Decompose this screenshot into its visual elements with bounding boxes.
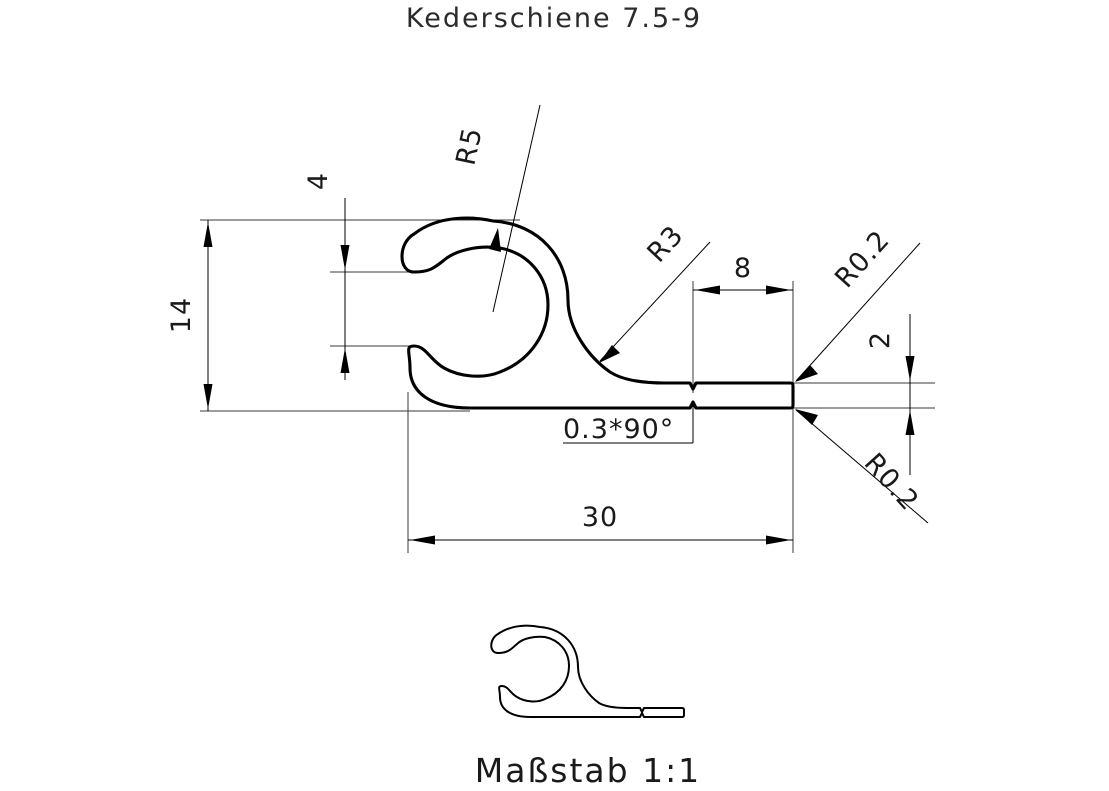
arrow-14-bottom bbox=[203, 384, 213, 409]
arrow-2-bottom bbox=[905, 410, 915, 435]
dim-label-flange-8: 8 bbox=[734, 253, 752, 284]
dim-label-r02-top: R0.2 bbox=[829, 225, 896, 295]
arrow-8-right bbox=[766, 285, 791, 295]
leader-radius-r02-top: R0.2 bbox=[795, 225, 921, 382]
dimension-thickness-2: 2 bbox=[865, 314, 915, 475]
dim-label-length-30: 30 bbox=[582, 502, 618, 533]
dimension-flange-8: 8 bbox=[693, 253, 793, 295]
arrow-8-left bbox=[695, 285, 720, 295]
dim-label-r02-bottom: R0.2 bbox=[858, 448, 925, 518]
arrow-30-left bbox=[410, 535, 435, 545]
dimension-height-14: 14 bbox=[166, 220, 213, 411]
dim-label-gap-4: 4 bbox=[303, 172, 334, 190]
profile-outline-path bbox=[400, 216, 795, 410]
extension-lines bbox=[200, 219, 935, 553]
dim-label-r5: R5 bbox=[451, 124, 489, 168]
arrow-r3 bbox=[599, 345, 620, 363]
dim-label-thickness-2: 2 bbox=[865, 331, 896, 349]
dimension-length-30: 30 bbox=[408, 502, 793, 545]
arrow-2-top bbox=[905, 356, 915, 381]
arrow-r02-bottom bbox=[795, 409, 818, 425]
drawing-title: Kederschiene 7.5-9 bbox=[406, 3, 702, 34]
kederschiene-profile-scale-view: Maßstab 1:1 bbox=[475, 624, 701, 790]
kederschiene-profile-main bbox=[400, 216, 795, 410]
arrow-r02-top bbox=[795, 365, 818, 382]
dimension-gap-4: 4 bbox=[303, 172, 350, 380]
dim-label-r3: R3 bbox=[642, 220, 691, 269]
profile-outline-scale-path bbox=[490, 624, 685, 718]
note-chamfer: 0.3*90° bbox=[563, 404, 694, 445]
arrow-14-top bbox=[203, 222, 213, 247]
leader-line-r5 bbox=[492, 104, 541, 313]
arrow-4-bottom bbox=[340, 348, 350, 373]
leader-line-r02-top bbox=[795, 242, 921, 382]
dim-label-chamfer: 0.3*90° bbox=[563, 414, 674, 445]
arrow-4-top bbox=[340, 245, 350, 270]
arrow-30-right bbox=[766, 535, 791, 545]
leader-radius-r5: R5 bbox=[451, 104, 541, 313]
leader-line-r02-bottom bbox=[795, 409, 929, 524]
dim-label-height-14: 14 bbox=[166, 297, 197, 333]
scale-note-label: Maßstab 1:1 bbox=[475, 751, 701, 790]
leader-line-r3 bbox=[599, 241, 711, 362]
